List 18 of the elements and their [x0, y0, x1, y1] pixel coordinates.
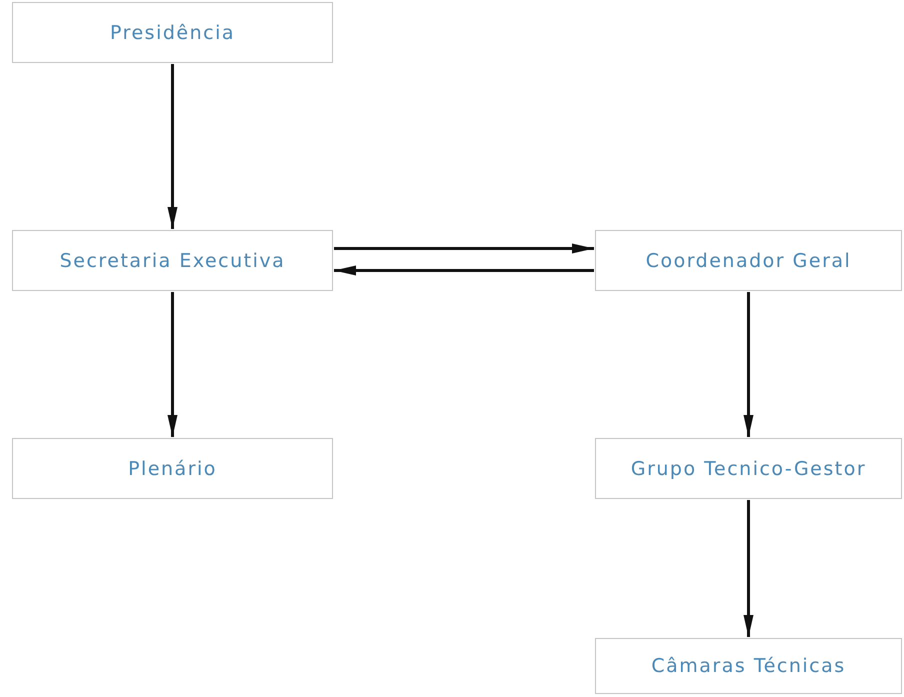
- arrow: [744, 292, 754, 437]
- box-label: Grupo Tecnico-Gestor: [630, 458, 866, 480]
- box-label: Coordenador Geral: [646, 250, 852, 272]
- arrow: [744, 500, 754, 637]
- arrow: [168, 292, 178, 437]
- org-box: [12, 230, 333, 291]
- arrow: [334, 266, 594, 276]
- box-label: Câmaras Técnicas: [651, 655, 846, 677]
- arrow: [334, 244, 594, 254]
- org-box: [595, 638, 902, 694]
- org-box: [595, 438, 902, 499]
- org-box: [595, 230, 902, 291]
- box-label: Presidência: [110, 22, 236, 44]
- org-box: [12, 2, 333, 63]
- box-label: Secretaria Executiva: [60, 250, 286, 272]
- org-box: [12, 438, 333, 499]
- box-label: Plenário: [128, 458, 217, 480]
- arrow: [168, 64, 178, 229]
